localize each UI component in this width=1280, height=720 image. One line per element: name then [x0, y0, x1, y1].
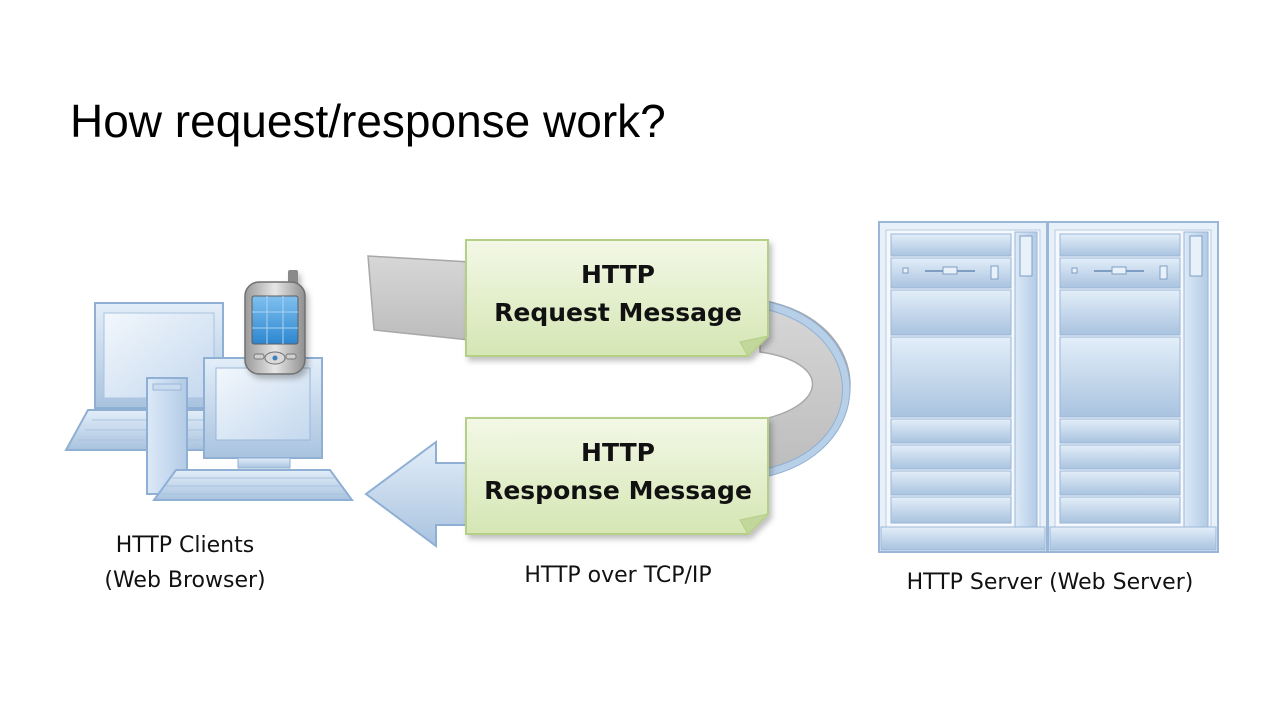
- request-message-box: [465, 239, 770, 357]
- transport-label-text: HTTP over TCP/IP: [524, 563, 712, 588]
- server-label: HTTP Server (Web Server): [860, 565, 1240, 600]
- response-message-line1: HTTP: [581, 438, 655, 467]
- transport-label: HTTP over TCP/IP: [466, 558, 770, 593]
- request-message-line1: HTTP: [581, 260, 655, 289]
- response-message-line2: Response Message: [484, 475, 752, 505]
- smartphone-icon: [244, 270, 306, 375]
- request-flow-band: [367, 255, 851, 479]
- client-label-line2: (Web Browser): [104, 568, 266, 594]
- slide-title: How request/response work?: [70, 95, 666, 147]
- server-rack-left: [878, 221, 1048, 553]
- response-message-box: [465, 417, 770, 535]
- request-message-line2: Request Message: [494, 297, 742, 327]
- request-message-text: HTTP Request Message: [466, 256, 770, 331]
- server-rack-right: [1047, 221, 1219, 553]
- desktop-computer-icon: [146, 357, 354, 501]
- client-label-line1: HTTP Clients: [115, 533, 255, 558]
- server-label-text: HTTP Server (Web Server): [906, 570, 1194, 595]
- server-rack-icon: [878, 221, 1219, 553]
- response-arrow: [364, 440, 471, 548]
- response-message-text: HTTP Response Message: [466, 434, 770, 509]
- client-label: HTTP Clients (Web Browser): [75, 528, 295, 598]
